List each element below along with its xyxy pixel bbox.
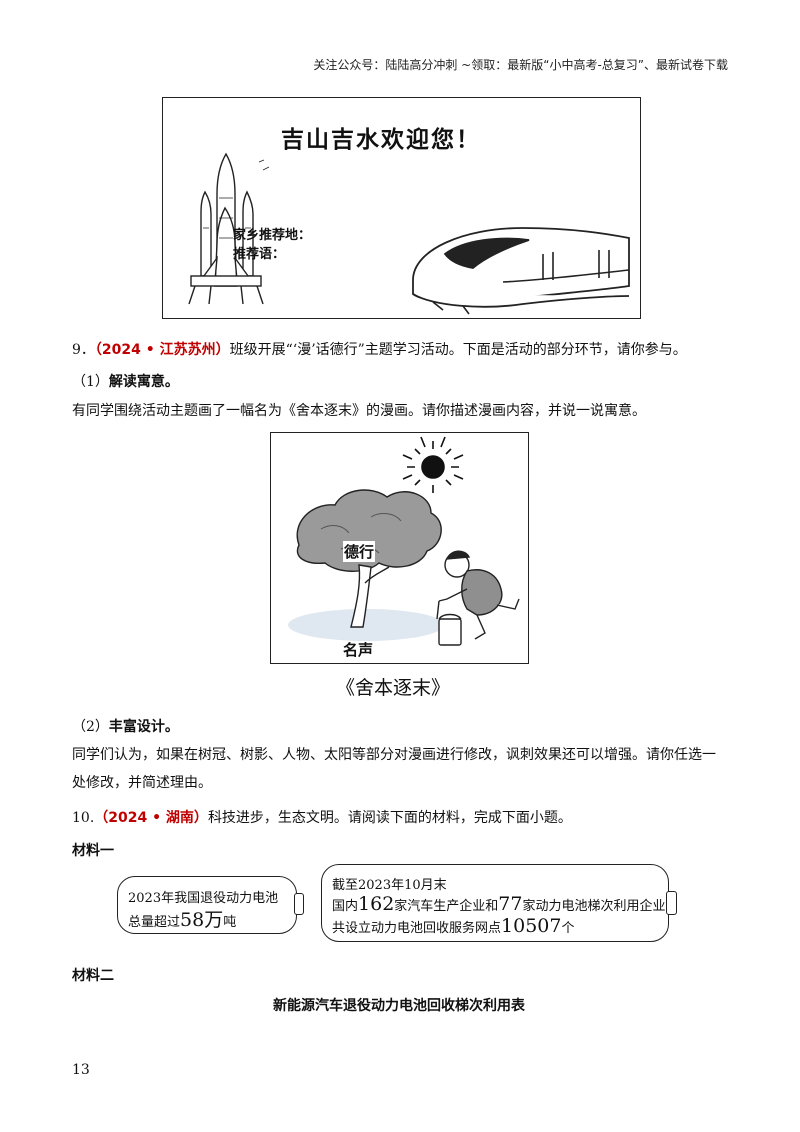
question-stem-text: 科技进步，生态文明。请阅读下面的材料，完成下面小题。	[207, 810, 572, 826]
part-title: 解读寓意。	[108, 374, 179, 390]
cartoon-label-tree: 德行	[343, 541, 376, 562]
page-number: 13	[72, 1062, 90, 1078]
question-9-part-1-heading: （1）解读寓意。	[72, 372, 179, 392]
question-9-stem: 9．（2024 • 江苏苏州）班级开展“‘漫’话德行”主题学习活动。下面是活动的…	[72, 340, 687, 360]
battery-1-unit: 吨	[223, 915, 237, 930]
material-2-label: 材料二	[72, 968, 114, 984]
battery-2-text: 家动力电池梯次利用企业	[522, 899, 666, 914]
question-9-part-2-heading: （2）丰富设计。	[72, 717, 179, 737]
part-number: （2）	[72, 719, 109, 735]
question-number: 9．	[72, 342, 95, 358]
battery-2-line-1: 截至2023年10月末	[332, 878, 447, 893]
battery-2-terminal	[666, 891, 677, 915]
poster-line-hometown: 家乡推荐地：	[233, 228, 312, 243]
battery-2-text: 个	[561, 921, 575, 936]
material-1-label: 材料一	[72, 843, 114, 859]
battery-2-text: 共设立动力电池回收服务网点	[332, 921, 502, 936]
cartoon-illustration	[288, 436, 520, 646]
battery-2-text: 国内	[332, 899, 359, 914]
cartoon-label-ground: 名声	[343, 641, 374, 659]
question-9-part-1-text: 有同学围绕活动主题画了一幅名为《舍本逐末》的漫画。请你描述漫画内容，并说一说寓意…	[72, 403, 646, 419]
battery-graphic-2: 截至2023年10月末 国内162家汽车生产企业和77家动力电池梯次利用企业 共…	[321, 864, 669, 942]
question-source: （2024 • 江苏苏州）	[94, 342, 230, 358]
battery-2-line-3: 共设立动力电池回收服务网点10507个	[332, 915, 574, 937]
battery-2-line-2: 国内162家汽车生产企业和77家动力电池梯次利用企业	[332, 893, 666, 915]
cartoon-caption: 《舍本逐末》	[336, 677, 451, 699]
poster-title: 吉山吉水欢迎您！	[281, 127, 481, 153]
rocket-illustration	[188, 152, 270, 305]
battery-2-number-162: 162	[358, 893, 395, 915]
train-illustration	[412, 227, 630, 315]
battery-1-line-2: 总量超过58万吨	[128, 905, 236, 932]
question-stem-text: 班级开展“‘漫’话德行”主题学习活动。下面是活动的部分环节，请你参与。	[229, 342, 687, 358]
cartoon-image: 德行 名声	[270, 432, 529, 664]
question-number: 10.	[72, 810, 95, 826]
table-title: 新能源汽车退役动力电池回收梯次利用表	[273, 998, 525, 1014]
part-title: 丰富设计。	[108, 719, 179, 735]
battery-1-line-1: 2023年我国退役动力电池	[128, 891, 279, 906]
battery-2-text: 家汽车生产企业和	[394, 899, 499, 914]
part-number: （1）	[72, 374, 109, 390]
question-10-stem: 10.（2024 • 湖南）科技进步，生态文明。请阅读下面的材料，完成下面小题。	[72, 808, 572, 828]
battery-2-number-77: 77	[498, 893, 523, 915]
question-source: （2024 • 湖南）	[94, 810, 208, 826]
battery-2-number-10507: 10507	[501, 915, 562, 937]
question-9-part-2-text-line-1: 同学们认为，如果在树冠、树影、人物、太阳等部分对漫画进行修改，讽刺效果还可以增强…	[72, 747, 716, 763]
battery-graphic-1: 2023年我国退役动力电池 总量超过58万吨	[117, 876, 297, 934]
question-9-part-2-text-line-2: 处修改，并简述理由。	[72, 775, 212, 791]
battery-1-number: 58万	[180, 909, 224, 931]
battery-1-text: 总量超过	[128, 915, 181, 930]
battery-1-terminal	[294, 893, 304, 915]
welcome-poster: 吉山吉水欢迎您！ 家乡推荐地： 推荐语：	[162, 97, 641, 319]
page-header: 关注公众号：陆陆高分冲刺 ~领取：最新版“小中高考-总复习”、最新试卷下载	[313, 58, 728, 72]
poster-line-recommendation: 推荐语：	[233, 247, 286, 262]
